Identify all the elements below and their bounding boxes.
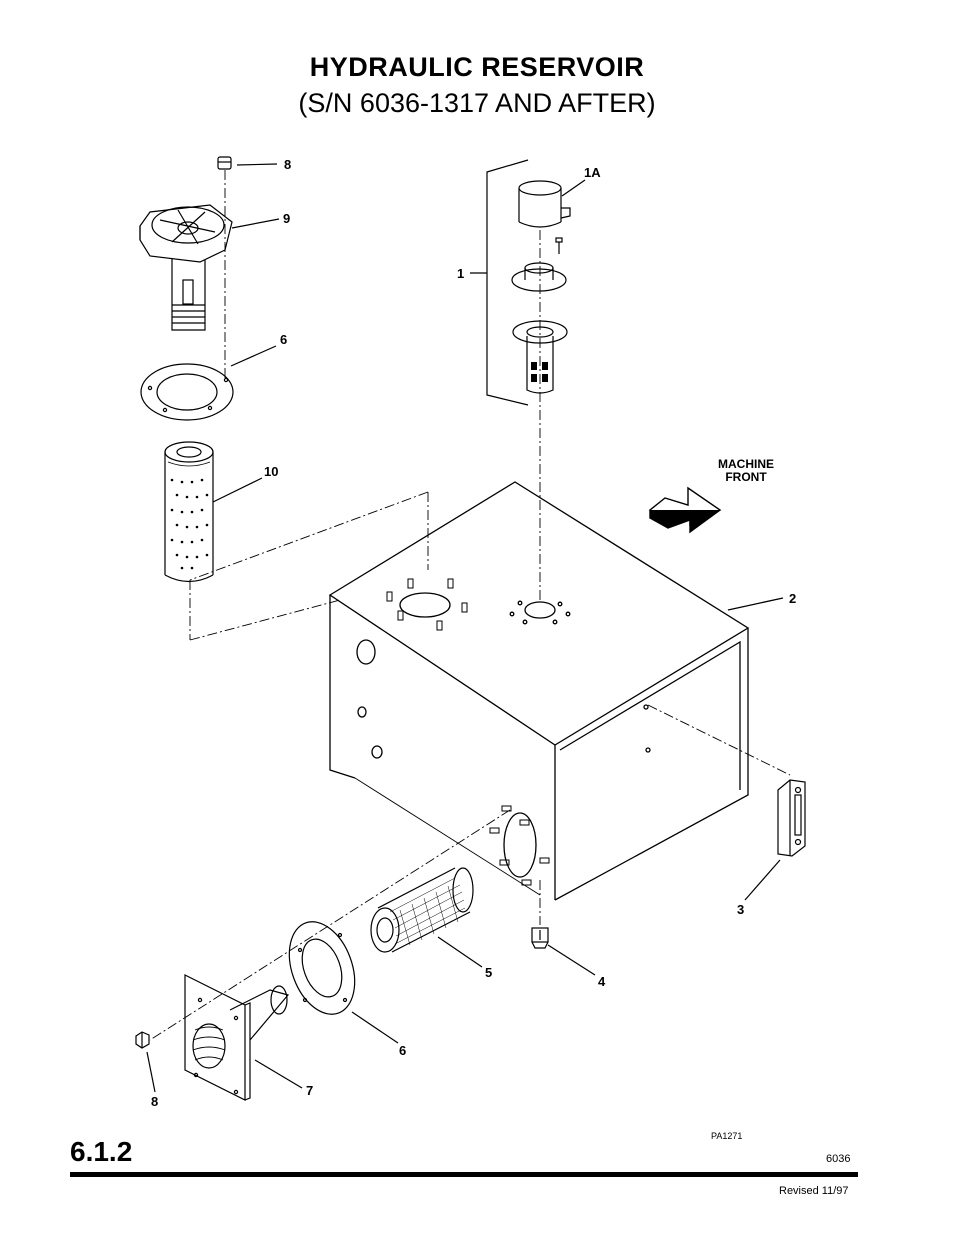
part-5-suction-strainer — [370, 867, 483, 968]
part-2-tank — [328, 481, 784, 901]
part-10-filter-element — [164, 441, 263, 583]
callout-2: 2 — [789, 591, 797, 606]
callout-4: 4 — [598, 974, 606, 989]
footer-rule — [70, 1172, 858, 1177]
callout-10: 10 — [264, 464, 279, 479]
callout-5: 5 — [485, 965, 493, 980]
callout-7: 7 — [306, 1083, 314, 1098]
callout-6-top: 6 — [280, 332, 288, 347]
revision-date: Revised 11/97 — [779, 1185, 849, 1197]
machine-front-line1: MACHINE — [718, 457, 774, 471]
page-subtitle: (S/N 6036-1317 AND AFTER) — [298, 88, 656, 118]
callout-8-top: 8 — [284, 157, 292, 172]
part-1A-breather-cap — [518, 179, 586, 228]
callout-9: 9 — [283, 211, 291, 226]
machine-front-label: MACHINE FRONT — [700, 458, 792, 484]
machine-front-arrow-icon — [648, 486, 722, 534]
part-7-suction-fitting — [184, 974, 303, 1101]
page-title: HYDRAULIC RESERVOIR — [309, 52, 645, 82]
part-6-top-gasket — [140, 345, 277, 421]
callout-3: 3 — [737, 902, 745, 917]
part-1-bracket — [470, 159, 529, 406]
callout-6-bottom: 6 — [399, 1043, 407, 1058]
section-number: 6.1.2 — [70, 1136, 133, 1167]
callout-1A: 1A — [584, 165, 601, 180]
part-3-sight-gauge — [744, 779, 806, 901]
model-number: 6036 — [826, 1153, 851, 1165]
part-4-drain-plug — [531, 927, 596, 976]
callout-8-bottom: 8 — [151, 1094, 159, 1109]
part-8-top-nut — [217, 156, 278, 170]
callout-1: 1 — [457, 266, 465, 281]
centerlines — [149, 170, 791, 1041]
part-9-filter-head — [139, 204, 280, 331]
part-1-filler-neck — [511, 237, 568, 394]
machine-front-line2: FRONT — [725, 470, 767, 484]
part-6-bottom-gasket — [288, 921, 399, 1044]
part-8-bottom-nut — [135, 1031, 156, 1093]
drawing-code: PA1271 — [711, 1131, 743, 1141]
